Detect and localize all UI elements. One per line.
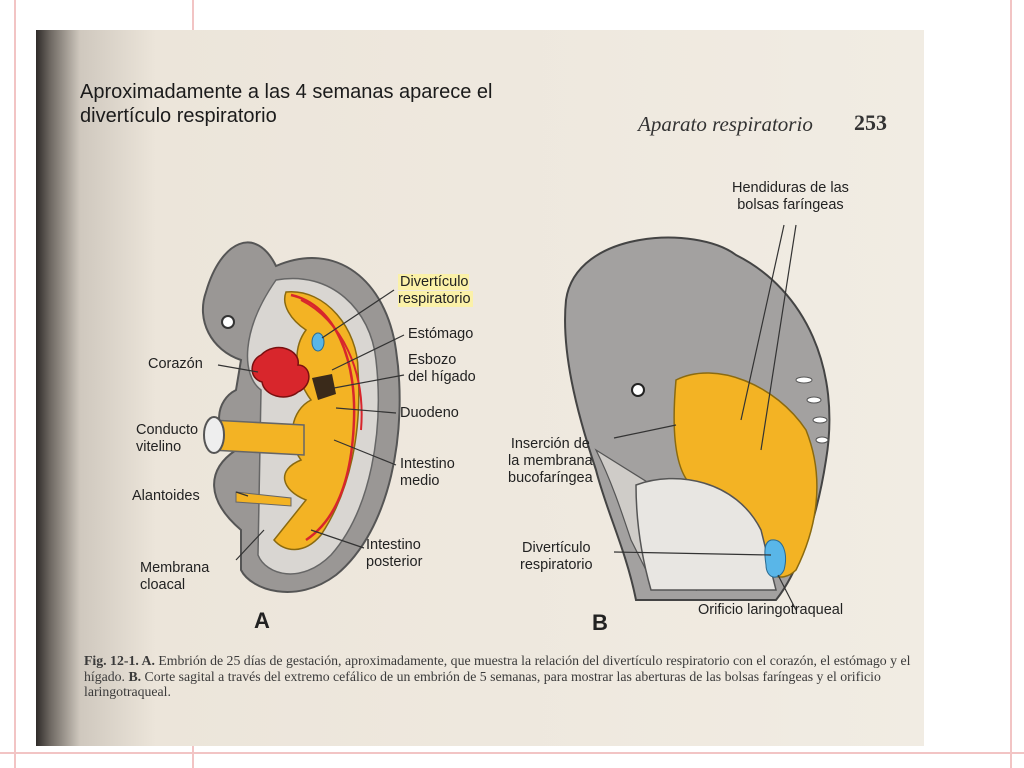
slide-guide-line-right xyxy=(1010,0,1012,768)
panel-label-a: A xyxy=(254,608,270,633)
label-estomago: Estómago xyxy=(408,326,474,342)
label-corazon: Corazón xyxy=(148,356,203,372)
label-diverticulo-respiratorio-a: Divertículo respiratorio xyxy=(398,274,473,308)
label-conducto-vitelino: Conducto vitelino xyxy=(136,422,199,455)
heart xyxy=(251,346,310,398)
diverticulum-b xyxy=(764,539,786,578)
label-insercion-membrana: Inserción de la membrana bucofaríngea xyxy=(508,436,593,486)
leader-lines-a xyxy=(217,289,405,561)
pharynx-cavity xyxy=(635,477,777,591)
label-duodeno: Duodeno xyxy=(400,405,459,421)
liver-bud xyxy=(312,374,336,400)
embryo-figure xyxy=(201,224,831,611)
conducto-vitelino-tube xyxy=(210,419,305,456)
book-page-number: 253 xyxy=(854,110,887,135)
pharyngeal-grooves xyxy=(795,376,829,444)
leader-lines-b xyxy=(613,224,797,611)
label-diverticulo-respiratorio-b: Divertículo respiratorio xyxy=(520,540,593,573)
slide-guide-line-bottom xyxy=(0,752,1024,754)
label-esbozo-higado: Esbozo del hígado xyxy=(408,352,476,385)
otic-marker xyxy=(221,315,235,329)
label-hendiduras-bolsas: Hendiduras de las bolsas faríngeas xyxy=(732,180,849,213)
conducto-vitelino-opening xyxy=(203,416,225,454)
figure-caption-text-a: Embrión de 25 días de gestación, aproxim… xyxy=(84,653,911,684)
label-orificio-laringotraqueal: Orificio laringotraqueal xyxy=(698,602,844,618)
figure-caption-text-b: Corte sagital a través del extremo cefál… xyxy=(84,668,881,700)
eye xyxy=(631,383,645,397)
label-membrana-cloacal: Membrana cloacal xyxy=(140,560,210,593)
figure-caption: Fig. 12-1. A. Embrión de 25 días de gest… xyxy=(84,653,924,700)
embryo-a xyxy=(201,241,405,593)
label-intestino-medio: Intestino medio xyxy=(400,456,455,489)
diverticulum-a xyxy=(311,332,325,352)
figure-caption-lead: Fig. 12-1. A. xyxy=(84,653,155,668)
slide-guide-line-left xyxy=(14,0,16,768)
book-header-title: Aparato respiratorio xyxy=(638,112,813,136)
textbook-scan: Aproximadamente a las 4 semanas aparece … xyxy=(36,30,924,746)
alantoides-tube xyxy=(235,491,292,507)
panel-label-b: B xyxy=(592,610,608,635)
slide-caption: Aproximadamente a las 4 semanas aparece … xyxy=(80,81,493,127)
figure-caption-lead-b: B. xyxy=(128,668,142,684)
label-alantoides: Alantoides xyxy=(132,488,200,504)
label-intestino-posterior: Intestino posterior xyxy=(366,537,423,570)
vessel-1 xyxy=(290,293,356,542)
embryo-b xyxy=(564,224,831,611)
label-diverticulo-text: Divertículo respiratorio xyxy=(398,274,473,307)
